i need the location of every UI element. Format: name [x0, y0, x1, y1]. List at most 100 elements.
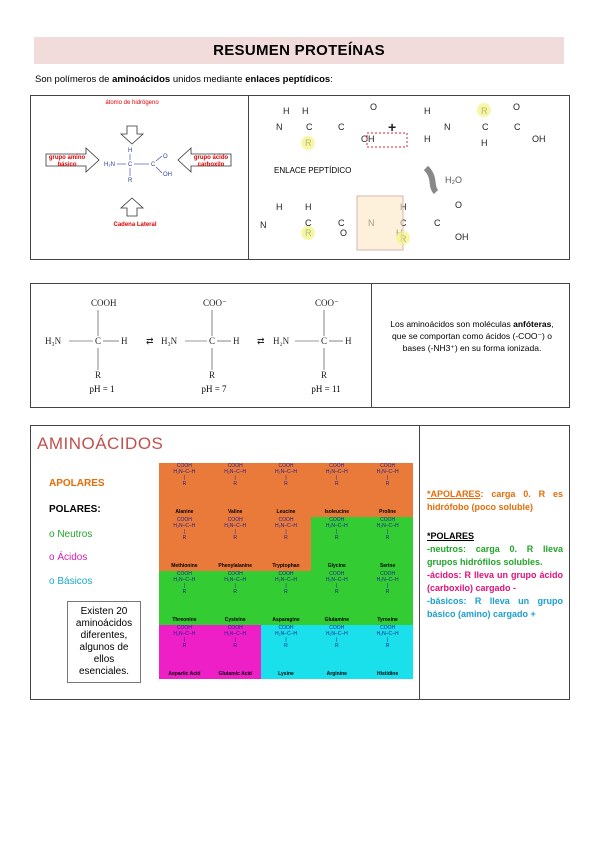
arrow-right	[45, 147, 100, 173]
svg-text:O: O	[513, 102, 520, 112]
label-peptide-bond: ENLACE PEPTÍDICO	[274, 166, 352, 175]
section-classification-divider	[419, 426, 420, 699]
amphoteric-text-post: , que se comportan como ácidos (-COO⁻) o…	[392, 319, 554, 353]
amino-acid-name: Tyrosine	[377, 617, 398, 623]
svg-text:C: C	[128, 162, 133, 168]
svg-text:H: H	[128, 148, 132, 154]
aa-note: Existen 20 aminoácidos diferentes, algun…	[67, 601, 141, 683]
svg-text:H: H	[424, 106, 431, 116]
svg-text:N: N	[276, 122, 283, 132]
label-acid: grupo ácido carboxilo	[193, 155, 229, 168]
svg-text:H₃N: H₃N	[161, 336, 178, 346]
aa-title: AMINOÁCIDOS	[37, 434, 164, 453]
amphoteric-text: Los aminoácidos son moléculas anfóteras,…	[383, 318, 561, 354]
amino-acid-name: Valine	[227, 509, 243, 515]
svg-text:C: C	[400, 218, 407, 228]
side-neutros: -neutros: carga 0. R lleva grupos hidróf…	[427, 544, 563, 567]
side-apolares-text: : carga 0. R es hidrófobo (poco soluble)	[427, 489, 563, 512]
intro-post: :	[330, 74, 333, 85]
side-polares-head: *POLARES	[427, 531, 475, 541]
amino-acid-name: Methionine	[171, 563, 198, 569]
arrow-up	[119, 197, 145, 217]
side-notes: *APOLARES: carga 0. R es hidrófobo (poco…	[427, 488, 563, 621]
svg-text:R: R	[321, 370, 327, 380]
svg-text:OH: OH	[361, 134, 375, 144]
svg-text:H: H	[481, 138, 488, 148]
label-water: H₂O	[445, 175, 462, 185]
svg-text:C: C	[209, 336, 215, 346]
label-hydrogen: átomo de hidrógeno	[105, 100, 159, 106]
svg-text:COOH: COOH	[91, 298, 117, 308]
amphoteric-text-pre: Los aminoácidos son moléculas	[390, 319, 514, 329]
arrow-left	[177, 147, 232, 173]
svg-text:O: O	[455, 200, 462, 210]
svg-text:H: H	[345, 336, 352, 346]
section-amphoteric-divider	[371, 284, 372, 407]
amino-acid-name: Threonine	[172, 617, 197, 623]
svg-text:C: C	[482, 122, 489, 132]
label-chain: Cadena Lateral	[113, 222, 157, 228]
svg-text:OH: OH	[163, 172, 172, 178]
section-classification: AMINOÁCIDOS APOLARES POLARES: o Neutros …	[30, 425, 570, 700]
svg-text:R: R	[95, 370, 101, 380]
svg-text:H: H	[424, 134, 431, 144]
svg-text:COO⁻: COO⁻	[203, 298, 227, 308]
side-apolares: *APOLARES: carga 0. R es hidrófobo (poco…	[427, 488, 563, 514]
amino-acid-name: Arginine	[326, 671, 347, 677]
amino-acid-name: Serine	[379, 563, 396, 569]
svg-text:OH: OH	[532, 134, 546, 144]
intro-pre: Son polímeros de	[35, 74, 113, 85]
svg-text:H: H	[233, 336, 240, 346]
amino-acid-name: Isoleucine	[324, 509, 350, 515]
svg-text:H: H	[305, 202, 312, 212]
aa-basicos: o Básicos	[49, 576, 93, 587]
amino-acid-name: Cysteine	[224, 617, 246, 623]
section-structure-divider	[248, 96, 249, 259]
side-acidos: -ácidos: R lleva un grupo ácido (carboxi…	[427, 570, 563, 593]
amino-acid-name: Proline	[379, 509, 397, 515]
svg-text:C: C	[321, 336, 327, 346]
ph-label-2: pH = 7	[201, 384, 227, 394]
aa-acidos: o Ácidos	[49, 552, 88, 563]
amino-acid-name: Phenylalanine	[218, 563, 252, 569]
side-basicos: -básicos: R lleva un grupo básico (amino…	[427, 596, 563, 619]
svg-text:R: R	[209, 370, 215, 380]
ph-label-3: pH = 11	[311, 384, 341, 394]
svg-text:O: O	[340, 228, 347, 238]
svg-text:R: R	[128, 178, 133, 184]
section-structure: H H₂N C C O OH R átomo de hidrógeno grup…	[30, 95, 570, 260]
amino-acid-name: Glutamine	[324, 617, 350, 623]
amino-acid-name: Lysine	[278, 671, 294, 677]
aa-neutros: o Neutros	[49, 529, 93, 540]
svg-text:N: N	[444, 122, 451, 132]
intro-bold-1: aminoácidos	[112, 74, 171, 85]
svg-text:C: C	[151, 162, 156, 168]
svg-text:H: H	[121, 336, 128, 346]
svg-text:H₂N: H₂N	[273, 336, 290, 346]
amino-acid-name: Glutamic Acid	[218, 671, 252, 677]
label-amino: grupo amino básico	[48, 155, 86, 168]
svg-text:H: H	[283, 106, 290, 116]
amino-acid-name: Glycine	[327, 563, 346, 569]
ph-label-1: pH = 1	[89, 384, 115, 394]
amino-acid-name: Alanine	[175, 509, 194, 515]
